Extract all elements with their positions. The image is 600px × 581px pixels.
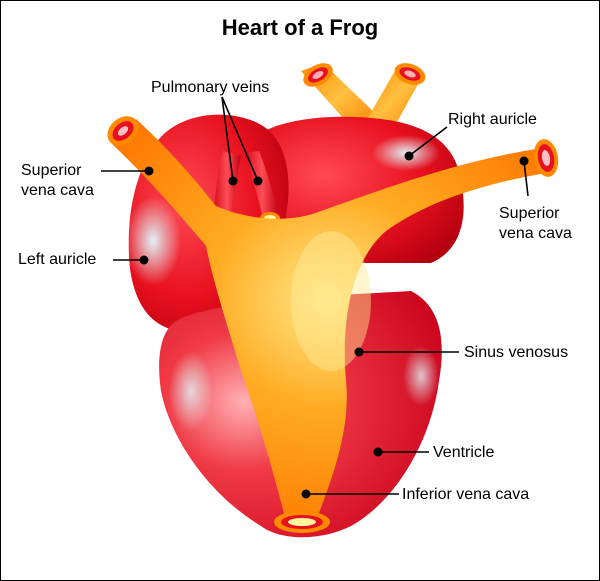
label-left-auricle: Left auricle (18, 251, 97, 268)
vessel-openings (107, 116, 559, 533)
label-sinus-venosus: Sinus venosus (464, 344, 569, 361)
aortic-trunks (301, 63, 426, 129)
leader-dots (139, 151, 529, 499)
label-ventricle: Ventricle (433, 444, 495, 461)
sinus-venosus-shape (109, 119, 546, 521)
leader-lines (101, 96, 529, 495)
label-superior-vena-cava-right: Superior vena cava (499, 205, 572, 242)
label-right-auricle: Right auricle (448, 111, 537, 128)
label-inferior-vena-cava: Inferior vena cava (402, 486, 530, 503)
label-pulmonary-veins: Pulmonary veins (151, 79, 270, 96)
diagram-title: Heart of a Frog (221, 15, 379, 40)
label-superior-vena-cava-left: Superior vena cava (21, 162, 94, 199)
